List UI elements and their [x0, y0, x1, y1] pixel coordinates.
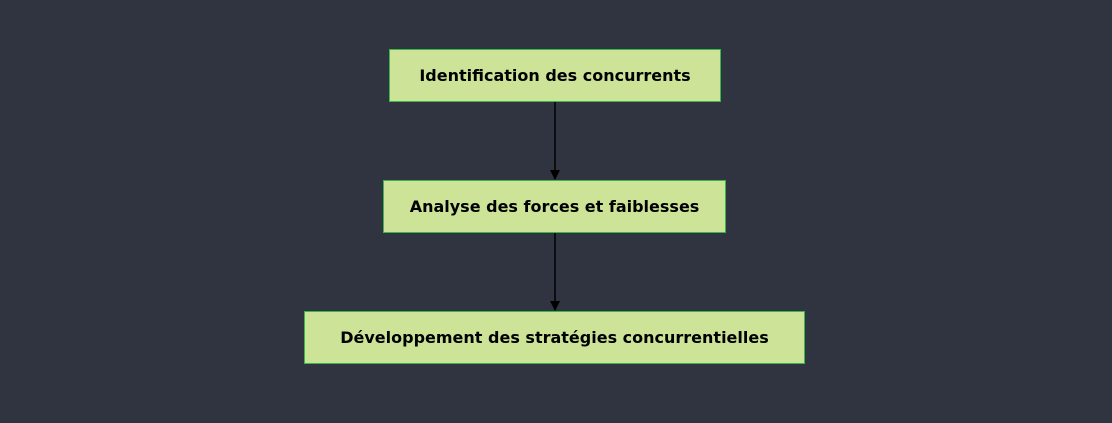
node-label: Identification des concurrents — [419, 66, 691, 85]
node-developpement-des-strategies: Développement des stratégies concurrenti… — [304, 311, 805, 364]
node-label: Analyse des forces et faiblesses — [409, 197, 700, 216]
node-label: Développement des stratégies concurrenti… — [340, 328, 769, 347]
node-analyse-des-forces-et-faiblesses: Analyse des forces et faiblesses — [383, 180, 726, 233]
node-identification-des-concurrents: Identification des concurrents — [389, 49, 721, 102]
